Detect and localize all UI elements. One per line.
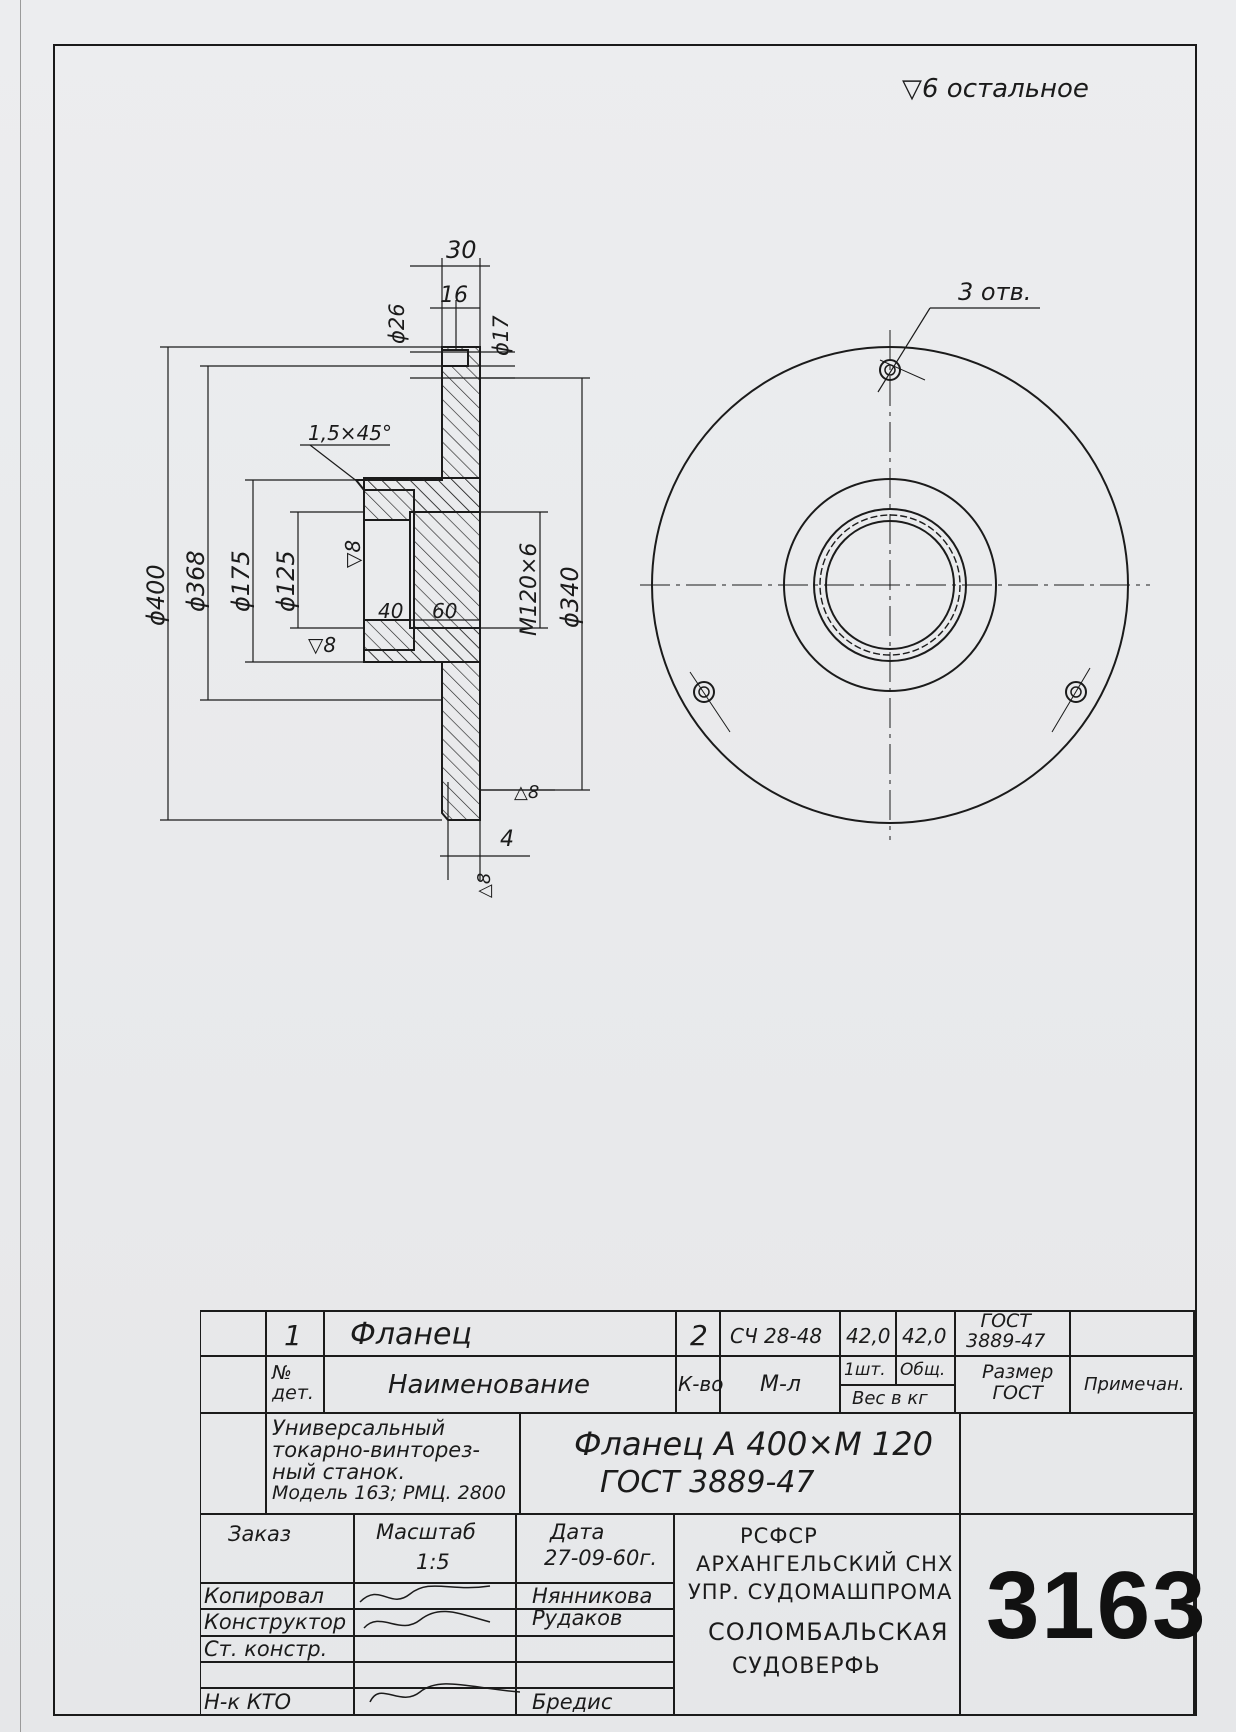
surface-roughness-note: ▽6 остальное (902, 74, 1089, 104)
dim-16: 16 (440, 283, 468, 308)
part-title-line-1: Фланец А 400×М 120 (574, 1425, 933, 1463)
designer-name: Рудаков (532, 1606, 623, 1630)
control-label: Н-к КТО (204, 1690, 291, 1714)
dim-dia-175: ϕ175 (227, 550, 255, 612)
front-view (640, 307, 1150, 840)
dim-60: 60 (432, 599, 457, 623)
hdr-name: Наименование (388, 1370, 591, 1400)
dim-dia-368: ϕ368 (182, 550, 210, 612)
copied-name: Нянникова (532, 1584, 653, 1608)
spec-size-gost: ГОСТ 3889-47 (966, 1310, 1046, 1352)
section-view (353, 346, 481, 821)
hdr-material: М-л (760, 1372, 801, 1397)
dim-dia-26: ϕ26 (385, 303, 409, 344)
bore-inner (825, 520, 955, 650)
spec-material: СЧ 28-48 (730, 1324, 823, 1348)
dim-4: 4 (500, 827, 514, 852)
date-value: 27-09-60г. (544, 1546, 658, 1570)
hub-circle (783, 478, 997, 692)
dim-dia-340: ϕ340 (556, 566, 584, 628)
spec-qty: 2 (690, 1319, 708, 1352)
org-line-1: РСФСР (740, 1524, 818, 1548)
holes-count-note: 3 отв. (958, 278, 1031, 306)
hdr-weight-one: 1шт. (844, 1360, 886, 1380)
section-dimensions (160, 258, 590, 880)
flange-disc-section (353, 346, 481, 821)
dim-40: 40 (378, 599, 403, 623)
scale-value: 1:5 (416, 1550, 450, 1574)
org-line-4: СОЛОМБАЛЬСКАЯ (708, 1618, 949, 1646)
roughness-face: △8 (514, 782, 539, 803)
hdr-qty: К-во (678, 1372, 724, 1396)
part-title-line-2: ГОСТ 3889-47 (600, 1465, 815, 1500)
date-label: Дата (550, 1520, 605, 1544)
control-name: Бредис (532, 1690, 613, 1714)
org-line-2: АРХАНГЕЛЬСКИЙ СНХ (696, 1552, 954, 1576)
machine-line-4: Модель 163; РМЦ. 2800 (272, 1482, 506, 1504)
hdr-weight-total: Общ. (900, 1360, 946, 1380)
order-label: Заказ (228, 1522, 292, 1546)
bolt-hole-left (693, 681, 715, 703)
spec-weight-total: 42,0 (902, 1324, 947, 1348)
scale-label: Масштаб (376, 1520, 476, 1544)
machine-line-2: токарно-винторез- (272, 1438, 480, 1462)
machine-line-3: ный станок. (272, 1460, 406, 1484)
hdr-note: Примечан. (1084, 1374, 1185, 1395)
spec-item-name: Фланец (350, 1317, 472, 1352)
dim-dia-125: ϕ125 (272, 550, 300, 612)
bore-outer (813, 508, 967, 662)
roughness-bore-b: ▽8 (308, 633, 336, 657)
title-block: 1 Фланец 2 СЧ 28-48 42,0 42,0 ГОСТ 3889-… (200, 1310, 1206, 1717)
bolt-hole-top (879, 359, 901, 381)
machine-line-1: Универсальный (272, 1416, 445, 1440)
roughness-step: △8 (474, 873, 495, 898)
dim-thread: M120×6 (517, 543, 542, 636)
org-line-5: СУДОВЕРФЬ (732, 1654, 881, 1679)
drawing-number: 3163 (986, 1552, 1208, 1659)
flange-drawing: 30 16 ϕ26 ϕ17 1,5×45° ϕ400 ϕ368 ϕ175 ϕ12… (142, 236, 1150, 898)
bolt-hole-right (1065, 681, 1087, 703)
spec-item-no: 1 (284, 1319, 302, 1352)
hdr-item-no: № дет. (272, 1362, 314, 1404)
outer-circle (651, 346, 1129, 824)
dim-dia-17: ϕ17 (489, 315, 513, 356)
dim-30: 30 (446, 236, 477, 264)
designer-label: Конструктор (204, 1610, 347, 1634)
sheet-edge-line (20, 0, 21, 1732)
bore-thread (819, 514, 961, 656)
dim-dia-400: ϕ400 (142, 564, 170, 626)
senior-designer-label: Ст. констр. (204, 1637, 328, 1661)
signature-scribbles (359, 1585, 520, 1703)
copied-label: Копировал (204, 1584, 324, 1608)
hdr-size: Размер ГОСТ (982, 1361, 1054, 1404)
title-block-grid (200, 1310, 1195, 1716)
spec-weight-one: 42,0 (846, 1324, 891, 1348)
org-line-3: УПР. СУДОМАШПРОМА (688, 1580, 953, 1604)
hdr-weight: Вес в кг (852, 1388, 928, 1409)
roughness-bore-a: ▽8 (341, 540, 365, 568)
dim-chamfer: 1,5×45° (308, 421, 392, 445)
